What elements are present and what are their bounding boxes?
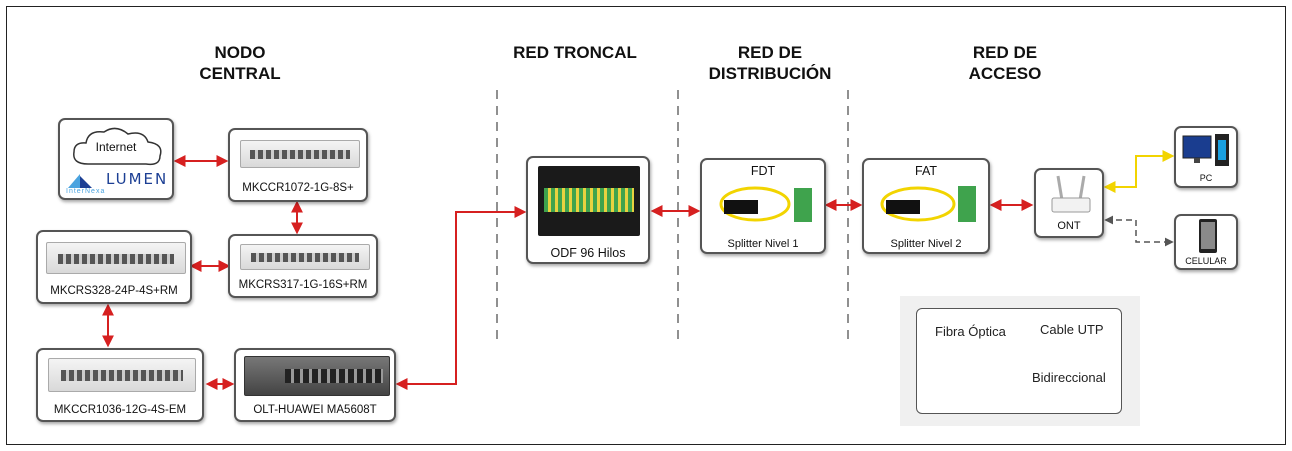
device-fat: FAT Splitter Nivel 2 xyxy=(862,158,990,254)
device-label-ccr1072: MKCCR1072-1G-8S+ xyxy=(242,182,354,194)
fdt-title: FDT xyxy=(750,164,776,178)
olt-image xyxy=(244,356,390,396)
legend-utp-label: Cable UTP xyxy=(1040,322,1104,337)
device-label-ccr1036: MKCCR1036-12G-4S-EM xyxy=(53,404,187,416)
device-crs328: MKCRS328-24P-4S+RM xyxy=(36,230,192,304)
section-red-acceso: RED DE ACCESO xyxy=(968,43,1042,83)
section-red-distribucion: RED DE DISTRIBUCIÓN xyxy=(708,43,832,83)
router-image xyxy=(240,140,360,168)
device-ccr1072: MKCCR1072-1G-8S+ xyxy=(228,128,368,202)
device-pc: PC xyxy=(1174,126,1238,188)
device-label-ont: ONT xyxy=(1057,220,1081,232)
device-ccr1036: MKCCR1036-12G-4S-EM xyxy=(36,348,204,422)
internet-label: Internet xyxy=(95,140,137,154)
device-celular: CELULAR xyxy=(1174,214,1238,270)
device-label-crs317: MKCRS317-1G-16S+RM xyxy=(238,279,368,291)
fat-title: FAT xyxy=(915,164,937,178)
device-label-celular: CELULAR xyxy=(1185,256,1227,266)
odf-image xyxy=(538,166,640,236)
legend-fibra-label: Fibra Óptica xyxy=(935,324,1006,339)
cloud-icon xyxy=(73,127,162,166)
device-olt: OLT-HUAWEI MA5608T xyxy=(234,348,396,422)
device-label-olt: OLT-HUAWEI MA5608T xyxy=(253,404,377,416)
device-label-fdt: Splitter Nivel 1 xyxy=(727,238,799,250)
legend xyxy=(900,296,1140,426)
legend-box xyxy=(916,308,1122,414)
lumen-brand: LUMEN xyxy=(106,170,169,188)
link-ont-pc xyxy=(1103,150,1175,193)
phone-icon xyxy=(1199,219,1217,253)
device-crs317: MKCRS317-1G-16S+RM xyxy=(228,234,378,298)
ont-router-icon xyxy=(1051,175,1091,213)
internet-provider-box: Internet LUMEN InterNexa xyxy=(58,118,174,200)
section-red-troncal: RED TRONCAL xyxy=(513,43,637,62)
device-label-crs328: MKCRS328-24P-4S+RM xyxy=(50,285,178,297)
section-nodo-central: NODO CENTRAL xyxy=(199,43,281,83)
device-label-odf: ODF 96 Hilos xyxy=(550,246,626,260)
lumen-logo-icon xyxy=(68,174,92,188)
splitter-image xyxy=(719,186,812,222)
device-odf: ODF 96 Hilos xyxy=(526,156,650,264)
device-ont: ONT xyxy=(1034,168,1104,238)
switch-image xyxy=(46,242,186,274)
splitter-image xyxy=(880,186,976,222)
switch-image xyxy=(240,244,370,270)
device-fdt: FDT Splitter Nivel 1 xyxy=(700,158,826,254)
link-olt-odf xyxy=(395,206,527,390)
router-image xyxy=(48,358,196,392)
legend-bidireccional-label: Bidireccional xyxy=(1032,370,1106,385)
pc-icon xyxy=(1182,134,1229,166)
device-label-fat: Splitter Nivel 2 xyxy=(890,238,962,250)
device-label-pc: PC xyxy=(1199,173,1213,183)
internexa-brand: InterNexa xyxy=(66,188,106,195)
link-ont-celular xyxy=(1104,215,1174,247)
diagram-frame xyxy=(6,6,1286,445)
